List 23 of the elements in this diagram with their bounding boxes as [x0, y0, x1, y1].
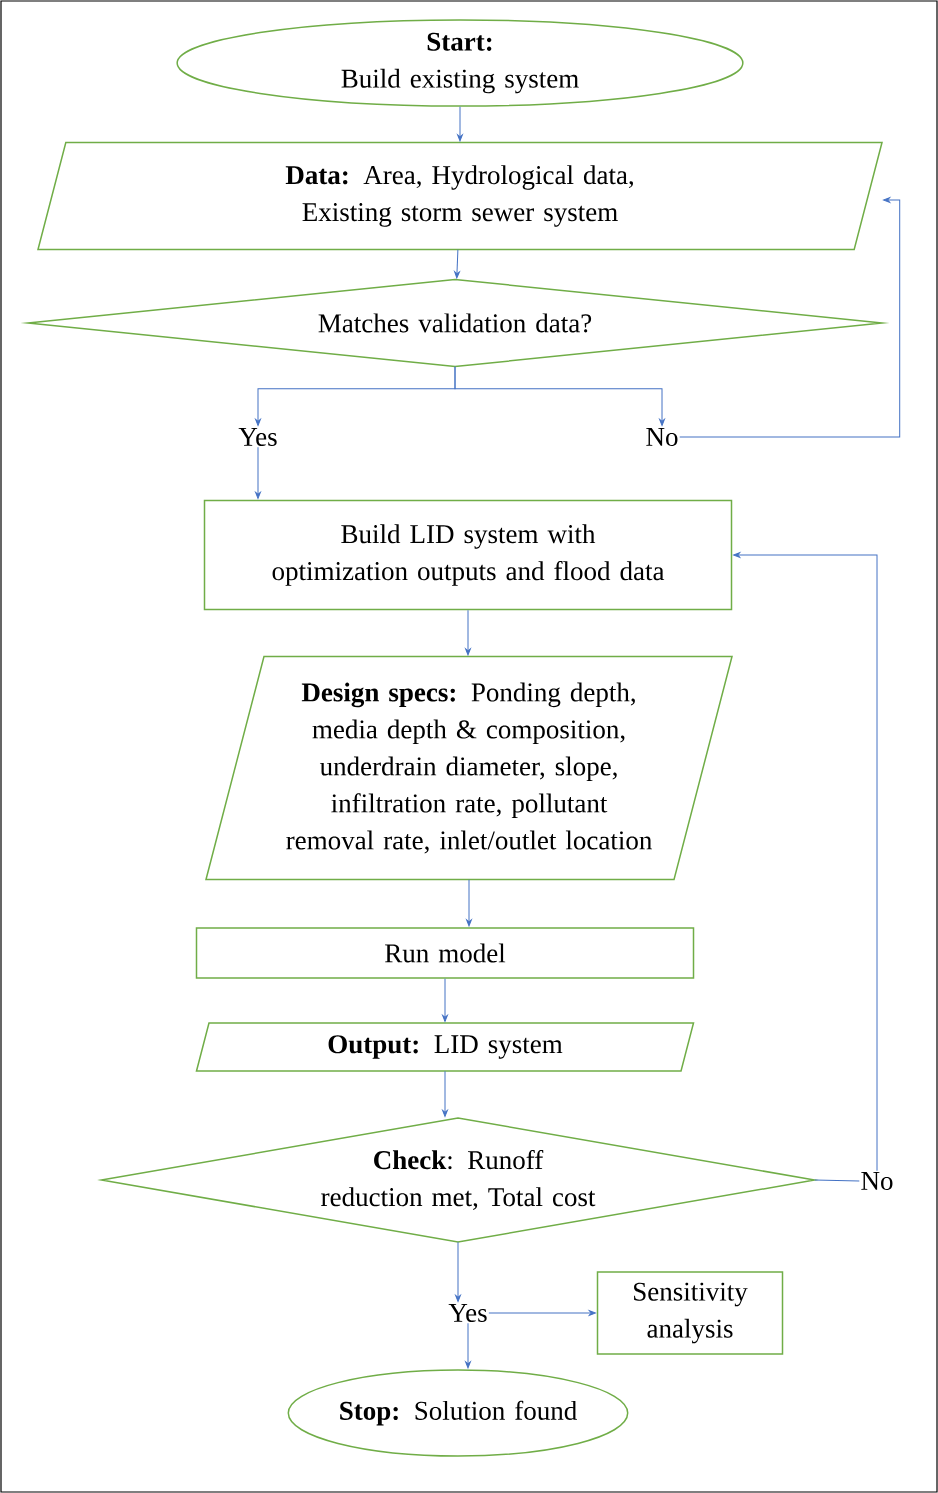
branch-label: No	[861, 1172, 893, 1190]
arrow	[466, 879, 472, 927]
data-parallelogram: Data: Area, Hydrological data, Existing storm sewer system	[37, 141, 883, 251]
arrow	[255, 446, 261, 499]
arrow	[465, 1322, 471, 1369]
arrow	[465, 609, 471, 656]
arrow	[679, 197, 901, 438]
process-box: Run model	[195, 927, 695, 979]
arrow	[454, 249, 460, 279]
process-box: Sensitivity analysis	[596, 1271, 784, 1355]
branch-label: No	[646, 428, 678, 446]
process-box: Build LID system with optimization outputs and flood data	[203, 499, 733, 611]
branch-label: Yes	[238, 428, 277, 446]
arrow	[455, 1241, 461, 1302]
arrow	[442, 1070, 448, 1117]
output-parallelogram: Output: LID system	[195, 1022, 695, 1072]
arrow	[442, 978, 448, 1022]
arrow	[457, 106, 463, 142]
input-parallelogram: Design specs: Ponding depth, media depth & composition, underdrain diameter, slope, infiltration rate, pollutant removal rate, inlet/outlet location	[205, 655, 733, 881]
arrow	[733, 552, 878, 1172]
arrow	[488, 1310, 596, 1316]
arrow	[454, 366, 665, 426]
branch-label: Yes	[448, 1304, 487, 1322]
